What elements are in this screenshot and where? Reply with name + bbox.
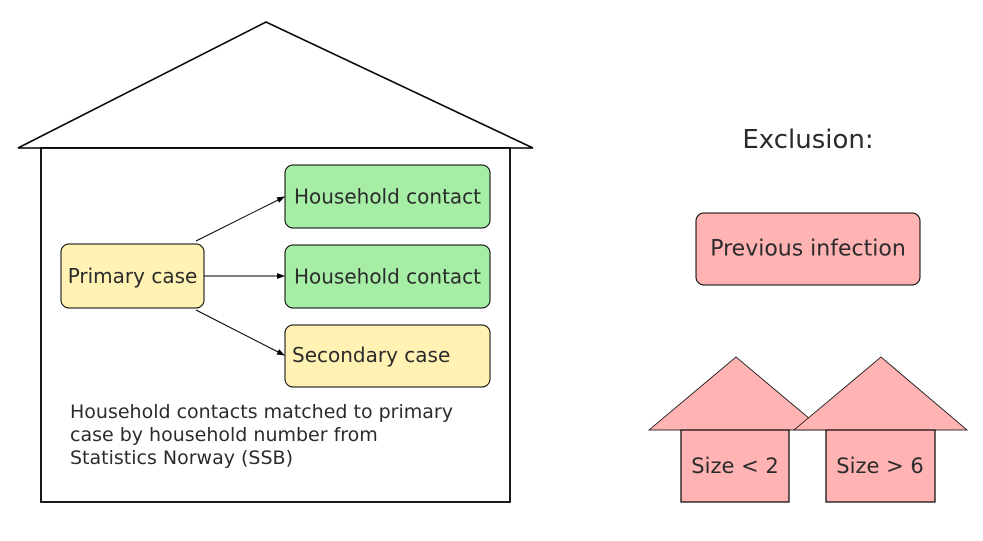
household-contact-label-2: Household contact — [294, 265, 481, 289]
household-contact-box-1 — [284, 164, 491, 229]
small-house-body-left — [680, 429, 790, 503]
arrows — [195, 196, 285, 356]
household-note-line-1: Household contacts matched to primary — [70, 401, 453, 423]
exclusion-section: Exclusion: Previous infection — [695, 125, 921, 286]
household-note-line-2: case by household number from — [70, 424, 378, 446]
household-note-line-3: Statistics Norway (SSB) — [70, 447, 293, 469]
large-house-roof — [17, 21, 534, 149]
previous-infection-box — [695, 212, 921, 286]
small-house-size-gt-6: Size > 6 — [792, 356, 969, 503]
small-house-size-lt-2: Size < 2 — [647, 356, 825, 503]
primary-case-box — [60, 243, 205, 309]
secondary-case-box — [284, 324, 491, 388]
household-contact-label-1: Household contact — [294, 185, 481, 209]
secondary-case-label: Secondary case — [292, 343, 450, 367]
size-gt-6-label: Size > 6 — [836, 454, 923, 478]
arrow-to-secondary-case — [195, 309, 285, 356]
primary-case-label: Primary case — [68, 264, 198, 288]
previous-infection-label: Previous infection — [710, 237, 906, 262]
arrow-to-contact-1 — [195, 196, 285, 242]
primary-case-node: Primary case — [60, 243, 205, 309]
small-house-body-right — [825, 429, 936, 503]
household-note: Household contacts matched to primary ca… — [70, 401, 453, 469]
small-house-roof-left — [647, 356, 825, 431]
household-contact-node-1: Household contact — [284, 164, 491, 229]
household-contact-node-2: Household contact — [284, 244, 491, 309]
size-lt-2-label: Size < 2 — [691, 454, 778, 478]
small-house-roof-right — [792, 356, 969, 431]
household-contact-box-2 — [284, 244, 491, 309]
secondary-case-node: Secondary case — [284, 324, 491, 388]
exclusion-title: Exclusion: — [742, 125, 873, 155]
